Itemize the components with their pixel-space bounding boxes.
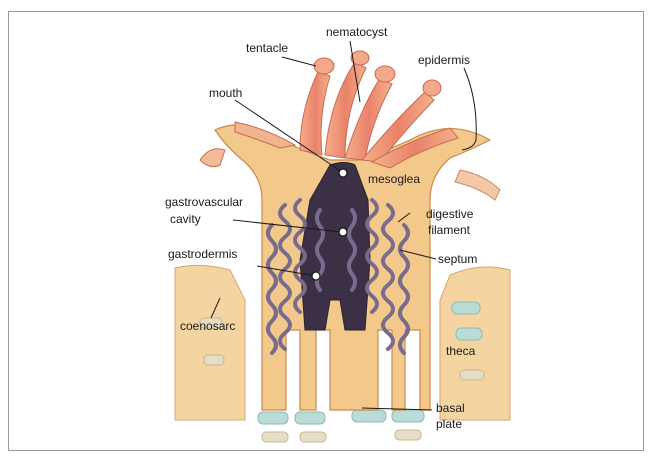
label-digestive-line1: digestive <box>426 207 474 221</box>
label-gastrovascular-line2: cavity <box>170 212 201 226</box>
label-basal-line1: basal <box>436 401 465 415</box>
label-septum: septum <box>438 252 477 266</box>
label-mesoglea: mesoglea <box>368 172 420 186</box>
label-mouth: mouth <box>209 86 242 100</box>
label-nematocyst: nematocyst <box>326 25 388 39</box>
label-tentacle: tentacle <box>246 41 288 55</box>
label-gastrovascular-line1: gastrovascular <box>165 195 243 209</box>
label-epidermis: epidermis <box>418 53 470 67</box>
label-basal-line2: plate <box>436 417 462 431</box>
label-coenosarc: coenosarc <box>180 319 235 333</box>
label-digestive-line2: filament <box>428 223 471 237</box>
label-theca: theca <box>446 344 476 358</box>
label-gastrodermis: gastrodermis <box>168 247 237 261</box>
basal-plate-row <box>258 410 424 442</box>
